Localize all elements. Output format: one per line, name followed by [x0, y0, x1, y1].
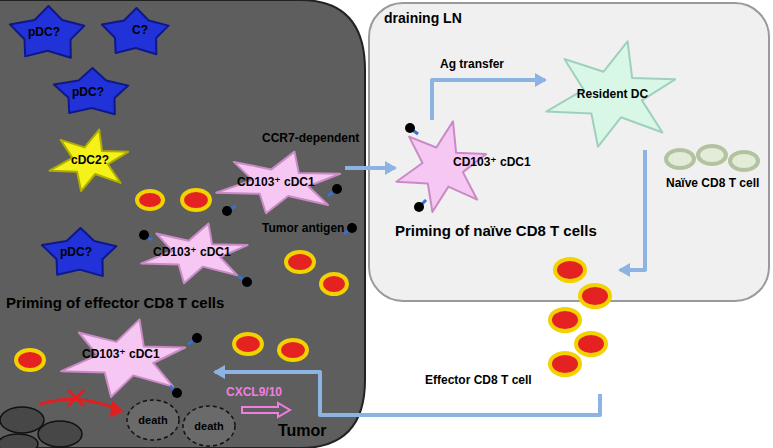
tumor-cells — [0, 407, 82, 448]
dying-cell: death — [181, 404, 237, 448]
cdc1-cell: CD103⁺ cDC1 — [140, 222, 252, 286]
pdc-cell: pDC? — [52, 66, 132, 120]
cell-label: CD103⁺ cDC1 — [453, 156, 531, 170]
cell-label: CD103⁺ cDC1 — [82, 348, 160, 362]
pdc-cell: pDC? — [8, 4, 88, 64]
annotation-label: Priming of naïve CD8 T cells — [395, 222, 597, 239]
cell-label: draining LN — [384, 10, 462, 26]
cell-label: CD103⁺ cDC1 — [153, 246, 231, 260]
flow-arrow — [620, 150, 645, 270]
cdc2-cell: cDC2? — [48, 128, 132, 194]
annotation-label: Priming of effector CD8 T cells — [6, 294, 224, 311]
lymph-node-region: draining LN CD103⁺ cDC1 Resident DC Naïve C… — [368, 2, 770, 302]
cell-label: pDC? — [72, 86, 104, 100]
edge-label: Ag transfer — [440, 58, 504, 72]
tumor-antigen-dots — [139, 123, 426, 398]
annotation-label: Tumor antigen — [262, 222, 344, 236]
naive-t-cells: Naïve CD8 T cell — [664, 145, 768, 197]
cell-label: pDC? — [28, 26, 60, 40]
cell-label: death — [138, 414, 167, 427]
cell-label: Tumor — [278, 422, 327, 440]
effector-t-cells-outline — [425, 248, 620, 394]
flow-arrow — [215, 372, 600, 415]
flow-arrow — [345, 166, 395, 170]
cxcl-arrow — [242, 403, 290, 417]
effector-t-cells: Effector CD8 T cell — [425, 248, 620, 394]
cell-label: Naïve CD8 T cell — [666, 177, 759, 191]
cell-label: C? — [132, 24, 148, 38]
cell-label: Resident DC — [577, 88, 648, 102]
blocked-growth-arrow — [40, 390, 121, 416]
cell-label: cDC2? — [71, 154, 109, 168]
cell-label: Effector CD8 T cell — [425, 374, 532, 388]
cell-label: pDC? — [60, 246, 92, 260]
flow-arrow — [432, 80, 545, 120]
pdc-cell: C? — [100, 6, 172, 60]
dying-cell: death — [125, 398, 181, 442]
cell-label: CD103⁺ cDC1 — [237, 176, 315, 190]
resident-dc: Resident DC — [545, 40, 680, 150]
effector-t-cells — [16, 190, 347, 370]
cdc1-cell: CD103⁺ cDC1 — [60, 318, 215, 400]
edge-label: CCR7-dependent — [262, 132, 359, 146]
cell-label: death — [194, 420, 223, 433]
pdc-cell: pDC? — [40, 226, 120, 282]
chemokine-label: CXCL9/10 — [226, 386, 282, 400]
